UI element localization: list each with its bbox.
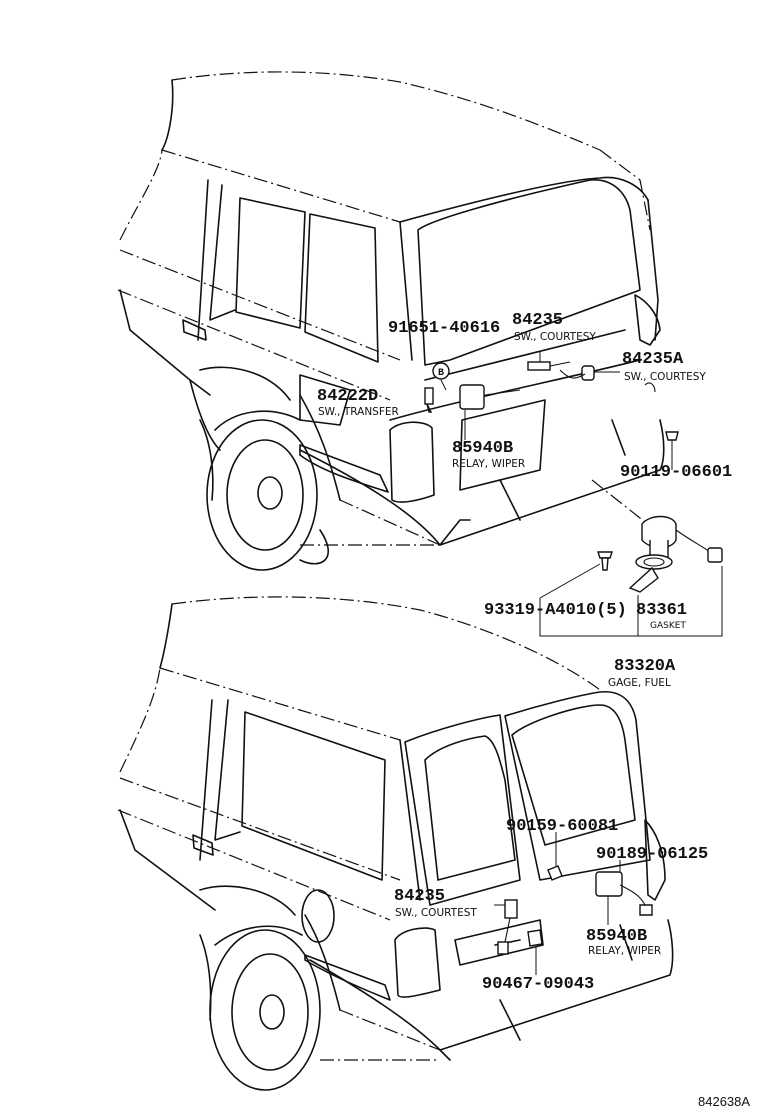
part-number: 83320A	[614, 657, 676, 676]
callout-83320a: 83320A GAGE, FUEL	[608, 657, 676, 689]
part-number: 90119-06601	[620, 463, 732, 482]
part-number: 90467-09043	[482, 975, 594, 994]
part-description: SW., COURTESY	[514, 331, 596, 343]
callout-marker-b: B	[438, 368, 444, 379]
part-description: RELAY, WIPER	[452, 458, 525, 470]
figure-reference: 842638A	[698, 1094, 750, 1109]
callout-90159: 90159-60081	[506, 817, 618, 836]
part-number: 84235	[394, 887, 445, 906]
part-description: SW., COURTESY	[624, 371, 706, 383]
callout-84235a: 84235A SW., COURTESY	[622, 350, 706, 383]
top-vehicle-illustration	[117, 71, 665, 571]
part-description: SW., TRANSFER	[318, 406, 399, 418]
callout-90189: 90189-06125	[596, 845, 708, 864]
part-number: 85940B	[586, 927, 647, 946]
part-number: 84222D	[317, 387, 378, 406]
bottom-vehicle-illustration	[117, 596, 674, 1091]
bottom-parts	[494, 832, 653, 975]
part-description: GASKET	[650, 621, 686, 631]
part-description: GAGE, FUEL	[608, 677, 671, 689]
callout-83361: 83361 GASKET	[636, 601, 687, 631]
part-description: RELAY, WIPER	[588, 945, 661, 957]
top-parts: B	[424, 352, 723, 637]
callout-84222d: 84222D SW., TRANSFER	[317, 387, 399, 418]
callout-84235-top: 84235 SW., COURTESY	[512, 311, 596, 343]
part-number: 84235A	[622, 350, 684, 369]
part-description: SW., COURTEST	[395, 907, 477, 919]
part-number: 90159-60081	[506, 817, 618, 836]
callout-93319: 93319-A4010(5)	[484, 601, 627, 620]
callout-85940b-bottom: 85940B RELAY, WIPER	[586, 927, 661, 957]
callout-91651: 91651-40616	[388, 319, 500, 338]
part-number: 90189-06125	[596, 845, 708, 864]
part-number: 93319-A4010(5)	[484, 601, 627, 620]
part-number: 91651-40616	[388, 319, 500, 338]
callout-90467: 90467-09043	[482, 975, 594, 994]
part-number: 84235	[512, 311, 563, 330]
callout-84235-bottom: 84235 SW., COURTEST	[394, 887, 477, 919]
callout-85940b-top: 85940B RELAY, WIPER	[452, 439, 525, 470]
callout-90119: 90119-06601	[620, 463, 732, 482]
part-number: 83361	[636, 601, 687, 620]
part-number: 85940B	[452, 439, 513, 458]
